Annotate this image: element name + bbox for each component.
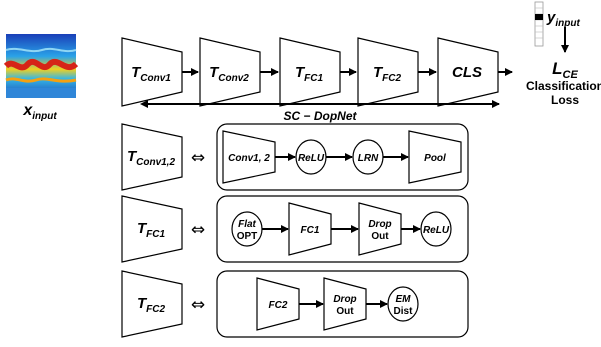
layer-label: Flat [238,219,256,230]
layer-label: Dist [394,306,414,317]
main-block-conv1: TConv1 [121,37,183,107]
layer-conv1-2: Conv1, 2 [222,130,276,184]
layer-lrn: LRN [352,139,384,175]
layer-label: Drop [368,219,391,230]
layer-label: Drop [333,294,356,305]
layer-label: LRN [358,153,379,164]
layer-relu: ReLU [420,211,452,247]
main-block-fc1: TFC1 [279,37,341,107]
loss-symbol: LCE [552,59,578,81]
layer-label: ReLU [423,225,450,236]
input-spectrogram-image [3,34,79,98]
input-label: xinput [22,102,57,122]
main-block-label: TConv1 [131,64,171,84]
main-block-fc2: TFC2 [357,37,419,107]
detail-block-label: TFC2 [137,295,166,315]
equivalence-icon: ⇔ [191,295,205,315]
main-block-label: TFC2 [373,64,402,84]
main-block-label: TFC1 [295,64,324,84]
main-block-label: TConv2 [209,64,249,84]
layer-label: Pool [424,153,446,164]
detail-block-label: TFC1 [137,220,166,240]
layer-label: FC2 [269,300,288,311]
equivalence-icon: ⇔ [191,220,205,240]
layer-label: Out [371,231,389,242]
layer-fc2: FC2 [256,277,300,331]
main-block-conv2: TConv2 [199,37,261,107]
target-vector-icon [534,1,544,47]
layer-label: EM [396,294,412,305]
layer-fc1: FC1 [288,202,332,256]
network-span-label: SC − DopNet [283,109,357,123]
layer-label: ReLU [298,153,325,164]
main-block-label: CLS [452,64,482,81]
main-pipeline: TConv1 TConv2 TFC1 TFC2 CLS [121,37,513,107]
loss-caption-line1: Classification [526,79,601,93]
layer-label: FC1 [301,225,320,236]
main-block-cls: CLS [437,37,499,107]
layer-label: Conv1, 2 [228,153,270,164]
detail-row-conv12: TConv1,2 ⇔ Conv1, 2 ReLU LRN Pool [121,123,469,191]
detail-block-label: TConv1,2 [127,148,176,168]
loss-caption-line2: Loss [551,93,579,107]
target-label: yinput [546,9,580,29]
layer-label: OPT [237,231,258,242]
layer-pool: Pool [408,130,462,184]
layer-label: Out [336,306,354,317]
equivalence-icon: ⇔ [191,148,205,168]
layer-relu: ReLU [295,139,327,175]
